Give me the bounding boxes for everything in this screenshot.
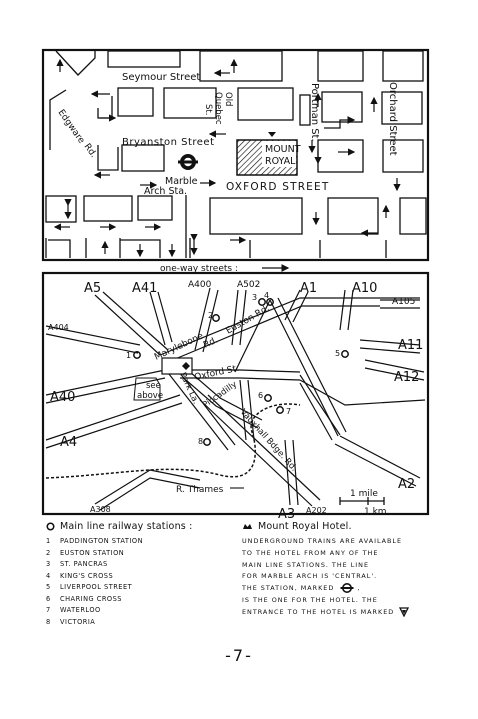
hotel-label-royal: ROYAL [265, 156, 296, 167]
one-way-caption: one-way streets : [160, 264, 238, 274]
marylebone-road-label-2: Rd. [202, 335, 220, 350]
station-markers: 1 2 3 4 5 6 7 8 [126, 291, 349, 446]
marble-label: Marble [165, 176, 198, 187]
rail-station-2-icon [212, 314, 220, 322]
edgware-road-label-1: Edgware [56, 108, 87, 146]
see-above-label-1: see [146, 381, 161, 391]
hotel-legend: Mount Royal Hotel. Underground trains ar… [242, 521, 447, 619]
station-row: 7Waterloo [46, 606, 101, 614]
rail-station-3-icon [258, 298, 266, 306]
rail-station-1-icon [133, 351, 141, 359]
note-line: main line stations. The line [242, 560, 369, 569]
oxford-street-label: OXFORD STREET [226, 181, 329, 193]
page-number: -7- [225, 646, 253, 665]
station-6-number: 6 [258, 391, 263, 400]
note-line: is the one for the hotel. The [242, 595, 378, 604]
station-row: 2Euston Station [46, 548, 125, 557]
stations-legend-title-row: Main line railway stations : [46, 521, 231, 532]
road-a105: A105 [392, 297, 415, 307]
entrance-marker-icon [399, 607, 410, 618]
road-a5: A5 [84, 281, 101, 296]
old-quebec-label-3: St. [203, 104, 213, 115]
station-8-number: 8 [198, 437, 203, 446]
see-above-label-2: above [137, 391, 163, 401]
road-a4: A4 [60, 435, 77, 450]
station-row: 5Liverpool Street [46, 583, 133, 591]
note-line-station: The station, marked , [242, 583, 361, 594]
thames-river [45, 403, 301, 479]
orchard-street-label: Orchard Street [387, 82, 398, 156]
stations-legend-title: Main line railway stations : [60, 521, 193, 532]
station-row: 4King's Cross [46, 571, 114, 580]
rail-station-5-icon [341, 350, 349, 358]
underground-roundel-icon [340, 583, 354, 594]
station-row: 3St. Pancras [46, 560, 108, 568]
road-number-labels: A5 A41 A400 A502 A1 A10 A105 A404 A11 A1… [48, 280, 423, 520]
note-line-entrance: entrance to the hotel is marked [242, 607, 447, 619]
road-a404: A404 [48, 323, 69, 332]
hotel-label-mount: MOUNT [265, 144, 301, 155]
rail-station-8-icon [203, 438, 211, 446]
two-way-arrows [64, 140, 316, 256]
old-quebec-label-1: Old [223, 92, 233, 106]
road-a1: A1 [300, 281, 317, 296]
underground-station-icon [178, 154, 198, 170]
london-overview-map: see above A5 A41 A400 A502 A1 A10 A105 A… [41, 271, 430, 520]
portman-street-label: Portman St. [309, 83, 320, 142]
road-a2: A2 [398, 477, 415, 492]
road-a308: A308 [90, 505, 111, 514]
note-line: for Marble Arch is 'Central'. [242, 572, 378, 581]
scale-mile-label: 1 mile [350, 489, 378, 499]
rail-station-7-icon [276, 406, 284, 414]
edgware-road-label-2: Rd. [82, 142, 99, 160]
station-1-number: 1 [126, 351, 131, 360]
station-7-number: 7 [286, 407, 291, 416]
euston-road-label: Euston Rd. [225, 304, 272, 337]
rail-station-6-icon [264, 394, 272, 402]
road-a400: A400 [188, 280, 212, 290]
hotel-legend-title-row: Mount Royal Hotel. [242, 521, 447, 532]
note-line: to the hotel from any of the [242, 548, 379, 557]
road-a3: A3 [278, 507, 295, 520]
vauxhall-bridge-road-label: Vauxhall Bdge. Rd. [238, 407, 299, 473]
road-a202: A202 [306, 506, 327, 515]
rail-station-icon [46, 522, 55, 531]
road-a41: A41 [132, 281, 157, 296]
stations-legend: Main line railway stations : 1Paddington… [46, 521, 231, 628]
station-5-number: 5 [335, 349, 340, 358]
hotel-marker-icon [243, 524, 252, 529]
maps-figure: MOUNT ROYAL [41, 48, 430, 520]
hotel-entrance-icon [268, 132, 276, 137]
station-row: 8Victoria [46, 617, 96, 626]
bryanston-street-label: Bryanston Street [122, 137, 215, 148]
road-a502: A502 [237, 280, 260, 290]
scale-bar: 1 mile 1 km. [339, 489, 389, 517]
station-3-number: 3 [252, 293, 257, 302]
city-blocks [45, 50, 427, 258]
arch-station-label: Arch Sta. [144, 186, 187, 197]
road-a12: A12 [394, 370, 419, 385]
seymour-street-label: Seymour Street [122, 72, 200, 83]
road-a40: A40 [50, 390, 75, 405]
scale-km-label: 1 km. [364, 507, 389, 517]
one-way-arrows [53, 58, 401, 258]
thames-label: R. Thames [176, 485, 224, 495]
note-line: Underground trains are available [242, 537, 403, 545]
station-row: 6Charing Cross [46, 594, 122, 603]
road-a11: A11 [398, 338, 423, 353]
station-4-number: 4 [264, 291, 269, 300]
hotel-legend-title: Mount Royal Hotel. [258, 521, 352, 532]
road-a10: A10 [352, 281, 377, 296]
rail-station-4-icon [266, 298, 274, 306]
old-quebec-label-2: Quebec [213, 92, 223, 125]
station-row: 1Paddington Station [46, 537, 144, 545]
station-2-number: 2 [208, 311, 213, 320]
top-street-map: MOUNT ROYAL [41, 48, 430, 274]
hotel-location-icon [182, 362, 190, 370]
